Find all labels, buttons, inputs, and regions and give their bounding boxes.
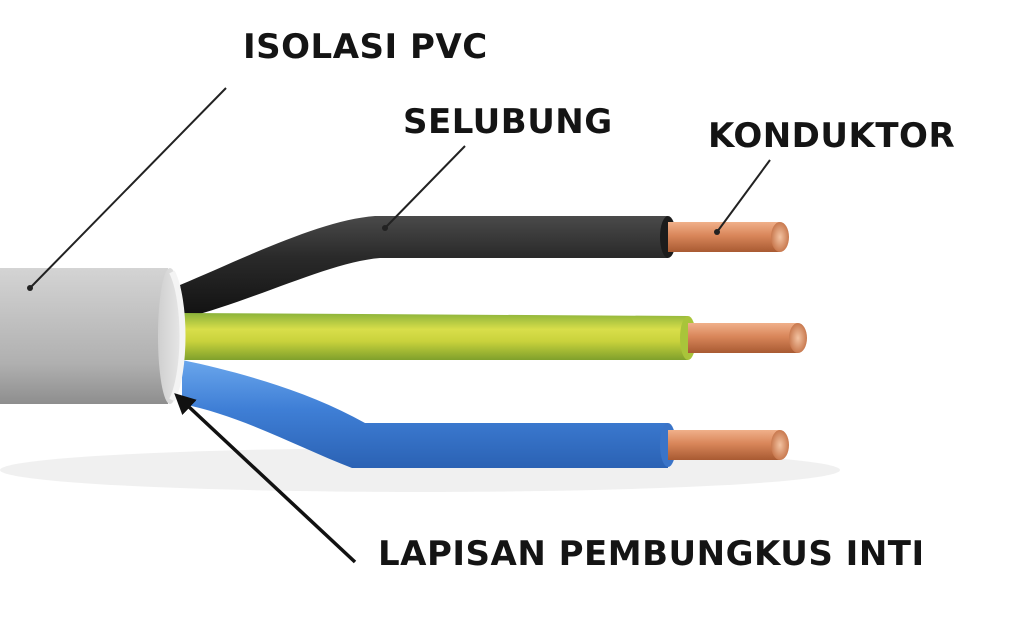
blue-wire-sheath <box>182 360 668 468</box>
copper-conductor-top-end <box>771 222 789 252</box>
label-isolasi-pvc: ISOLASI PVC <box>243 27 488 67</box>
leader-dot-isolasi-pvc <box>27 285 33 291</box>
copper-conductor-middle <box>688 323 798 353</box>
arrow-lapisan-pembungkus-inti <box>174 393 357 564</box>
label-selubung: SELUBUNG <box>403 102 613 142</box>
black-wire-sheath <box>180 216 668 318</box>
outer-pvc-jacket <box>0 268 168 404</box>
label-lapisan-pembungkus-inti: LAPISAN PEMBUNGKUS INTI <box>378 534 925 574</box>
copper-conductor-bottom <box>668 430 780 460</box>
leader-line-selubung <box>384 145 466 229</box>
outer-jacket-end <box>158 268 182 404</box>
core-wrapping-layer <box>169 270 186 402</box>
leader-dot-selubung <box>382 225 388 231</box>
leader-line-konduktor <box>716 159 771 233</box>
label-konduktor: KONDUKTOR <box>708 116 956 156</box>
yellow-green-wire-sheath <box>182 313 688 360</box>
copper-conductor-bottom-end <box>771 430 789 460</box>
leader-dot-konduktor <box>714 229 720 235</box>
copper-conductor-middle-end <box>789 323 807 353</box>
leader-line-isolasi-pvc <box>29 87 227 289</box>
copper-conductor-top <box>668 222 780 252</box>
